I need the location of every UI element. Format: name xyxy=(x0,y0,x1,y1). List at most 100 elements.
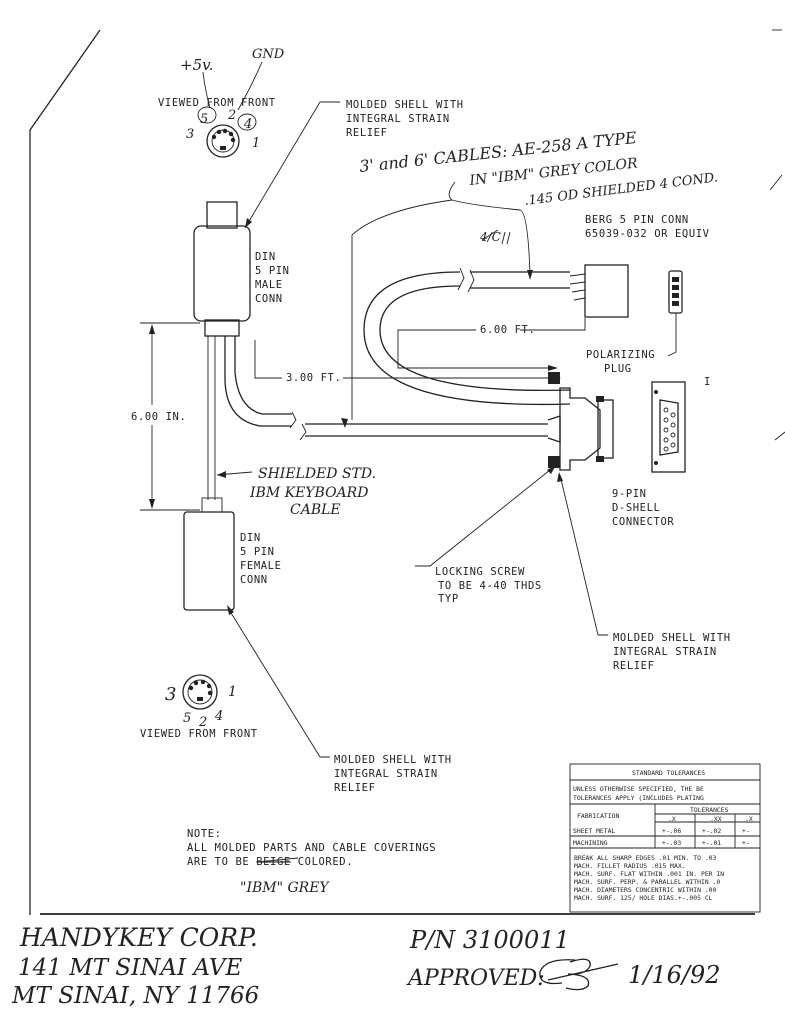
din-female-1: DIN xyxy=(240,532,261,544)
din-male-3: MALE xyxy=(255,279,283,291)
molded-shell-top-1: MOLDED SHELL WITH xyxy=(346,99,464,111)
bottom-pin-3: 3 xyxy=(165,684,176,705)
molded-shell-right-1: MOLDED SHELL WITH xyxy=(613,632,731,644)
row-1-name: MACHINING xyxy=(573,839,608,847)
din-male-connector xyxy=(193,201,251,337)
dim-line-6ft xyxy=(520,318,586,331)
shielded-note-3: CABLE xyxy=(290,502,341,518)
row-1-xx: +-.01 xyxy=(702,839,721,847)
berg-label-1: BERG 5 PIN CONN xyxy=(585,214,689,226)
berg-cable xyxy=(379,285,571,392)
strike-through xyxy=(257,857,299,863)
molded-shell-bottom-2: INTEGRAL STRAIN xyxy=(334,768,438,780)
molded-shell-bottom-3: RELIEF xyxy=(334,782,376,794)
row-0-xx: +-.02 xyxy=(702,827,721,835)
branch-cable xyxy=(234,336,292,415)
cables-brace xyxy=(351,199,453,420)
wire-mark: 4/C xyxy=(479,230,501,244)
dshell-side-view xyxy=(547,372,614,471)
bottom-pin-4: 4 xyxy=(214,709,223,724)
tol-note-4: MACH. SURF. PERP. & PARALLEL WITHIN .0 xyxy=(574,878,720,886)
molded-shell-top-2: INTEGRAL STRAIN xyxy=(346,113,450,125)
din-male-4: CONN xyxy=(255,293,283,305)
tolerances-title: STANDARD TOLERANCES xyxy=(632,769,705,777)
cables-brace xyxy=(448,181,531,276)
leader xyxy=(559,474,608,636)
leader xyxy=(667,313,677,357)
cable-boot xyxy=(201,497,223,513)
top-pin-2: 2 xyxy=(227,108,236,123)
bottom-pin-5: 5 xyxy=(183,711,191,726)
note-line-2-pre: ARE TO BE xyxy=(187,856,256,868)
din-female-connector xyxy=(183,511,235,611)
note-line-1: ALL MOLDED PARTS AND CABLE COVERINGS xyxy=(187,842,436,854)
tick xyxy=(506,231,511,245)
din-female-2: 5 PIN xyxy=(240,546,275,558)
fabrication-header: FABRICATION xyxy=(577,812,619,820)
polarizing-plug xyxy=(668,270,683,314)
tolerances-sub-1: UNLESS OTHERWISE SPECIFIED, THE BE xyxy=(573,785,704,793)
bottom-viewed-label: VIEWED FROM FRONT xyxy=(140,728,258,740)
arrowhead xyxy=(557,472,563,482)
top-viewed-label: VIEWED FROM FRONT xyxy=(158,97,276,109)
leader xyxy=(202,71,211,109)
tolerances-block xyxy=(569,763,761,913)
tol-note-2: MACH. FILLET RADIUS .015 MAX. xyxy=(574,862,686,870)
note-line-2: ARE TO BE BEIGE COLORED. xyxy=(187,856,353,868)
berg-cable xyxy=(363,271,571,406)
note-struck-word: BEIGE xyxy=(256,856,291,868)
arrowhead xyxy=(227,605,234,615)
dshell-front-view xyxy=(651,381,686,473)
tolerances-sub-2: TOLERANCES APPLY (INCLUDES PLATING xyxy=(573,794,704,802)
col-x: .X xyxy=(668,815,676,823)
row-1-xxx: +- xyxy=(742,839,750,847)
branch-cable xyxy=(224,336,292,427)
sheet-corner-mark xyxy=(774,431,785,441)
top-din-front-view xyxy=(206,124,240,158)
row-1-x: +-.03 xyxy=(662,839,681,847)
molded-shell-right-2: INTEGRAL STRAIN xyxy=(613,646,717,658)
note-correction: "IBM" GREY xyxy=(240,880,330,896)
berg-5-pin-connector xyxy=(569,264,629,318)
din-female-4: CONN xyxy=(240,574,268,586)
pin-circle xyxy=(197,106,217,124)
tick xyxy=(501,231,506,245)
gnd-label: GND xyxy=(252,47,285,62)
arrowhead xyxy=(149,499,155,509)
approved-date: 1/16/92 xyxy=(628,961,721,989)
note-label: NOTE: xyxy=(187,828,222,840)
berg-label-2: 65039-032 OR EQUIV xyxy=(585,228,710,240)
locking-screw-2: TO BE 4-40 THDS xyxy=(438,580,542,592)
tolerances-header: TOLERANCES xyxy=(690,806,729,814)
pin-circle xyxy=(237,113,257,131)
locking-screw-1: LOCKING SCREW xyxy=(435,566,525,578)
leader xyxy=(415,465,556,567)
top-pin-4: 4 xyxy=(243,117,252,132)
top-pin-3: 3 xyxy=(186,127,194,142)
arrowhead xyxy=(217,471,226,478)
arrowhead xyxy=(548,365,558,371)
polarizing-label-2: PLUG xyxy=(604,363,632,375)
dim-6in-label: 6.00 IN. xyxy=(131,411,186,423)
polarizing-label-1: POLARIZING xyxy=(586,349,655,361)
leader xyxy=(244,101,340,229)
leader xyxy=(237,61,263,111)
row-0-name: SHEET METAL xyxy=(573,827,615,835)
dshell-label-1: 9-PIN xyxy=(612,488,647,500)
plus5v-label: +5v. xyxy=(180,56,214,74)
approved-label: APPROVED: xyxy=(406,966,545,991)
dim-line-3ft xyxy=(254,340,282,379)
top-pin-1: 1 xyxy=(252,136,260,151)
din-male-1: DIN xyxy=(255,251,276,263)
dim-6ft-label: 6.00 FT. xyxy=(480,324,535,336)
approval-signature xyxy=(539,958,619,991)
col-xxx: .X xyxy=(745,815,753,823)
shielded-note-2: IBM KEYBOARD xyxy=(249,485,368,501)
arrowhead xyxy=(245,218,252,228)
note-line-2-post: COLORED. xyxy=(291,856,353,868)
break-mark xyxy=(457,267,465,291)
strike xyxy=(481,229,499,241)
company-name: HANDYKEY CORP. xyxy=(19,923,258,952)
sheet-left-border xyxy=(29,29,101,915)
tol-note-1: BREAK ALL SHARP EDGES .01 MIN. TO .03 xyxy=(574,854,717,862)
